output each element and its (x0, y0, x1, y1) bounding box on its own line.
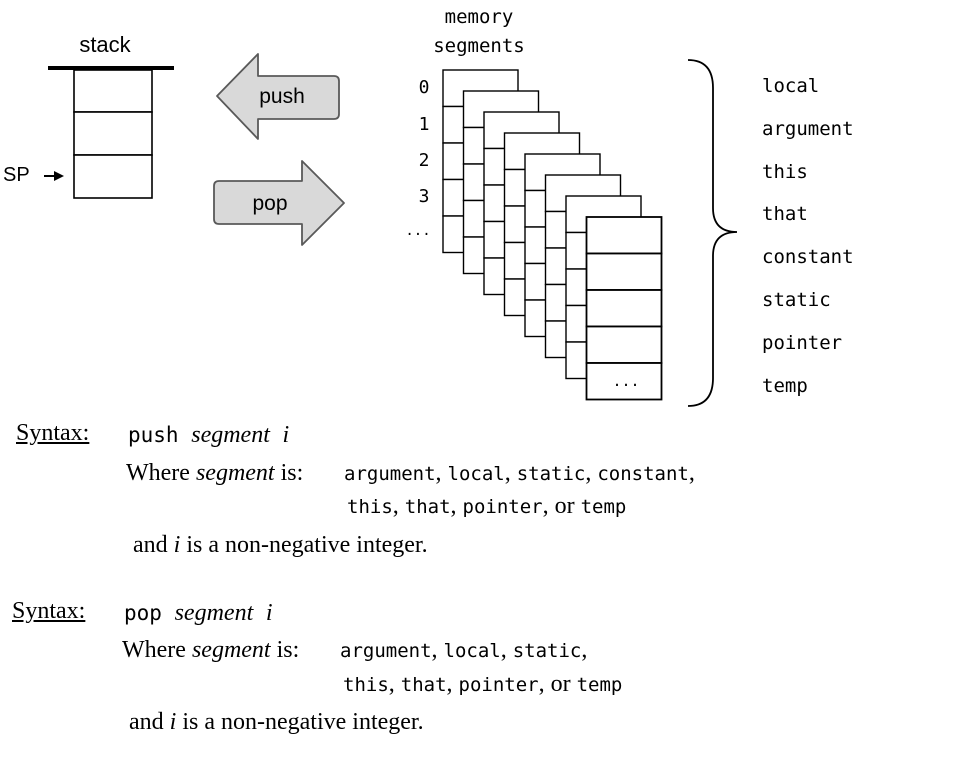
list-separator: , (392, 493, 405, 519)
segment-name: argument (762, 118, 854, 140)
segment-keyword: this (343, 674, 389, 696)
memory-segment-page: ... (585, 216, 663, 401)
push-syntax-block: Syntax: push segment i Where segment is:… (0, 410, 969, 570)
list-separator: , (688, 460, 695, 486)
list-separator: , (581, 637, 588, 663)
integer-var: i (169, 709, 177, 735)
list-separator: , (431, 637, 444, 663)
segment-names-list: local argument this that constant static… (762, 75, 854, 397)
pop-syntax-block: Syntax: pop segment i Where segment is: … (0, 590, 969, 750)
segment-keyword: that (400, 674, 447, 696)
where-word: segment (191, 637, 271, 663)
list-separator: , (446, 671, 459, 697)
where-line: Where segment is: (126, 460, 304, 486)
memory-index: 2 (419, 150, 430, 171)
segment-keyword: that (404, 496, 451, 518)
segment-keyword: temp (580, 496, 627, 518)
integer-note: and i is a non-negative integer. (129, 709, 424, 735)
segment-keyword: constant (597, 463, 689, 485)
memory-segment-pages: ... (442, 69, 663, 401)
sp-label: SP (3, 164, 30, 186)
segment-keyword: local (443, 640, 501, 662)
command-keyword: pop (124, 601, 162, 625)
segment-name: local (762, 75, 819, 97)
push-arrow-icon (216, 53, 340, 140)
segment-name: pointer (762, 332, 842, 354)
memory-cell (585, 252, 663, 291)
list-separator: , (435, 460, 448, 486)
memory-cell (585, 216, 663, 255)
push-arrow: push (216, 53, 340, 140)
pop-arrow-label: pop (252, 192, 287, 215)
segment-name: static (762, 289, 831, 311)
segment-name: this (762, 161, 808, 183)
segment-keyword: pointer (458, 674, 539, 696)
list-separator: , or (538, 671, 577, 697)
stack-cell (73, 111, 153, 156)
segment-keyword: static (516, 463, 586, 485)
where-word: segment (195, 460, 275, 486)
pop-arrow-icon (213, 160, 345, 246)
memory-index: 0 (419, 77, 430, 98)
segment-list-line2: this, that, pointer, or temp (343, 671, 622, 698)
command-arg-i: i (282, 422, 290, 448)
segment-keyword: argument (340, 640, 432, 662)
segment-keyword: temp (576, 674, 623, 696)
syntax-command: pop segment i (124, 600, 273, 627)
list-separator: , or (542, 493, 581, 519)
segment-list-line2: this, that, pointer, or temp (347, 493, 626, 520)
memory-ellipsis: ... (612, 372, 639, 390)
syntax-command: push segment i (128, 422, 289, 449)
command-keyword: push (128, 423, 179, 447)
integer-note: and i is a non-negative integer. (133, 532, 428, 558)
sp-pointer-icon (44, 171, 64, 181)
pop-arrow: pop (213, 160, 345, 246)
memory-index: ... (405, 223, 430, 239)
stack: stack SP (3, 32, 174, 199)
stack-cell (73, 154, 153, 199)
segment-name: temp (762, 375, 808, 397)
memory-title-line2: segments (433, 35, 525, 57)
stack-title: stack (79, 32, 131, 57)
syntax-label: Syntax: (12, 598, 86, 624)
segment-name: constant (762, 246, 854, 268)
list-separator: , (585, 460, 598, 486)
memory-index: 3 (419, 186, 430, 207)
list-separator: , (504, 460, 517, 486)
segment-keyword: this (347, 496, 393, 518)
segment-list-line1: argument, local, static, constant, (344, 460, 695, 487)
segment-brace-icon (687, 59, 738, 407)
push-arrow-label: push (259, 85, 305, 108)
syntax-label: Syntax: (16, 420, 90, 446)
memory-title-line1: memory (445, 6, 514, 28)
segment-keyword: local (447, 463, 505, 485)
segment-name: that (762, 203, 808, 225)
list-separator: , (450, 493, 463, 519)
memory-cell (585, 362, 663, 401)
memory-cell (585, 325, 663, 364)
segment-keyword: argument (344, 463, 436, 485)
memory-cell (585, 289, 663, 328)
memory-index: 1 (419, 114, 430, 135)
stack-top-bar (48, 66, 174, 70)
segment-list-line1: argument, local, static, (340, 637, 587, 664)
segment-keyword: pointer (462, 496, 543, 518)
command-arg-segment: segment (174, 600, 254, 626)
integer-var: i (173, 532, 181, 558)
segment-keyword: static (512, 640, 582, 662)
stack-memory-diagram: stack SP push pop memory segments 0 1 2 … (3, 6, 854, 407)
list-separator: , (500, 637, 513, 663)
where-line: Where segment is: (122, 637, 300, 663)
command-arg-segment: segment (191, 422, 270, 448)
list-separator: , (388, 671, 401, 697)
stack-cell (73, 69, 153, 113)
command-arg-i: i (265, 600, 273, 626)
